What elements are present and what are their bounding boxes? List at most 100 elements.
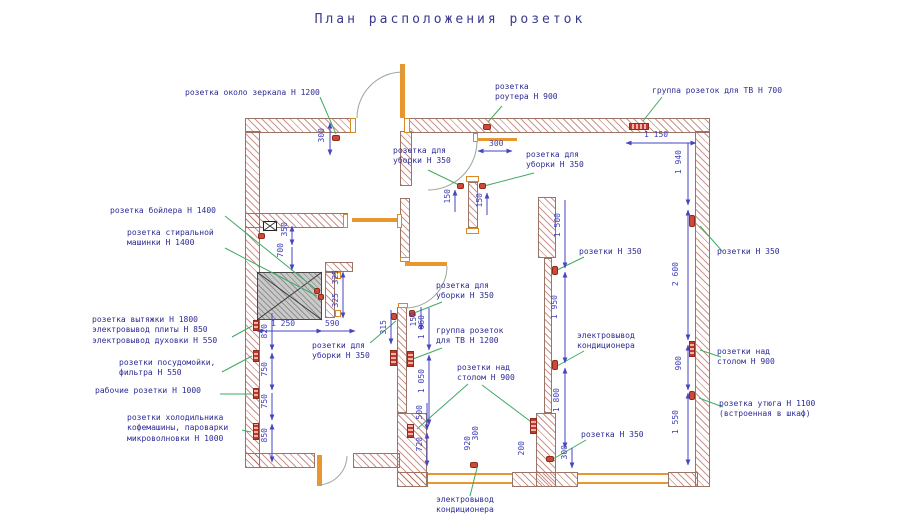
label-iron-socket: розетка утюга Н 1100 (встроенная в шкаф) bbox=[719, 399, 816, 419]
dim-1800: 1 800 bbox=[552, 388, 561, 413]
socket-group-tv1200-right bbox=[407, 351, 414, 367]
socket-clean-w1-left bbox=[391, 313, 397, 320]
leader-ac1 bbox=[556, 350, 585, 367]
leader-desk1b bbox=[481, 384, 535, 425]
socket-boiler-niche bbox=[314, 288, 320, 294]
label-desk-sockets-2: розетки над столом Н 900 bbox=[717, 347, 775, 367]
socket-group-tv-700 bbox=[629, 123, 649, 130]
leader-clean3 bbox=[413, 301, 443, 314]
dim-1060: 1 060 bbox=[417, 315, 426, 340]
socket-group-tv1200-left bbox=[390, 350, 397, 366]
entrance-jamb-right bbox=[404, 118, 410, 133]
leader-clean1 bbox=[427, 169, 460, 186]
dim-750-a: 750 bbox=[260, 362, 269, 377]
leader-s350c bbox=[552, 439, 587, 460]
ventilation-shaft bbox=[257, 272, 322, 320]
wall-niche-right bbox=[325, 272, 335, 318]
label-sockets-350-b: розетки Н 350 bbox=[717, 247, 780, 256]
socket-desk-w3 bbox=[530, 418, 537, 434]
label-work-sockets: рабочие розетки Н 1000 bbox=[95, 386, 201, 395]
dim-1940: 1 940 bbox=[674, 150, 683, 175]
wall-bathroom-bottom bbox=[245, 213, 348, 228]
socket-fridge-group bbox=[253, 423, 259, 440]
balcony-door-leaf bbox=[317, 455, 322, 486]
closet-front-line bbox=[477, 138, 517, 141]
wall-w3-bottom-block bbox=[536, 413, 556, 487]
label-router-socket: розетка роутера Н 900 bbox=[495, 82, 558, 102]
bath-door-jamb-right bbox=[397, 214, 402, 228]
entrance-door-leaf bbox=[400, 64, 405, 118]
dim-325-b: 325 bbox=[331, 293, 340, 308]
window-right bbox=[578, 473, 668, 484]
dim-350-boiler: 350 bbox=[280, 222, 289, 237]
niche-jamb-top bbox=[335, 272, 341, 279]
dim-150-b: 150 bbox=[475, 193, 484, 208]
socket-stub-right bbox=[479, 183, 486, 189]
wall-w1-mid bbox=[400, 198, 410, 260]
wall-outer-right bbox=[695, 131, 710, 487]
socket-iron bbox=[689, 391, 695, 400]
socket-work bbox=[253, 388, 259, 399]
dim-1550: 1 550 bbox=[671, 410, 680, 435]
entrance-door-arc bbox=[356, 71, 404, 119]
niche-jamb-bottom bbox=[335, 310, 341, 317]
dim-315: 315 bbox=[379, 320, 388, 335]
dim-1950: 1 950 bbox=[550, 295, 559, 320]
dim-500: 500 bbox=[415, 405, 424, 420]
label-hood-stove-oven: розетка вытяжки Н 1800 электровывод плит… bbox=[92, 315, 218, 345]
socket-ac-w3 bbox=[552, 360, 558, 370]
window-left bbox=[428, 473, 512, 484]
label-cleaning-1: розетка для уборки Н 350 bbox=[393, 146, 451, 166]
dim-1500: 1 500 bbox=[553, 213, 562, 238]
dim-1150: 1 150 bbox=[644, 130, 669, 139]
boiler-outlet-symbol bbox=[263, 221, 277, 231]
dim-200: 200 bbox=[517, 441, 526, 456]
label-tv-group-1200: группа розеток для ТВ Н 1200 bbox=[436, 326, 504, 346]
dim-820: 820 bbox=[260, 324, 269, 339]
balcony-door-arc bbox=[319, 455, 348, 486]
entrance-jamb-left bbox=[350, 118, 356, 133]
dim-300-mirror: 300 bbox=[317, 128, 326, 143]
dim-300-top: 300 bbox=[489, 139, 504, 148]
wall-niche-top bbox=[325, 262, 353, 272]
socket-hood-stove-oven bbox=[253, 320, 259, 331]
bath-door-leaf bbox=[352, 218, 397, 222]
page-title: План расположения розеток bbox=[314, 12, 586, 27]
dim-590: 590 bbox=[325, 319, 340, 328]
dim-1250: 1 250 bbox=[271, 319, 296, 328]
dim-750-b: 750 bbox=[260, 394, 269, 409]
leader-clean2 bbox=[483, 172, 535, 187]
w1-door-jamb-top bbox=[400, 257, 410, 262]
socket-under-boiler bbox=[258, 233, 265, 239]
stub-jamb-top bbox=[466, 176, 479, 182]
dim-900: 900 bbox=[674, 356, 683, 371]
socket-ac-bottom bbox=[470, 462, 478, 468]
label-desk-sockets-1: розетки над столом Н 900 bbox=[457, 363, 515, 383]
socket-350-w3 bbox=[552, 266, 558, 275]
socket-350-bottom bbox=[546, 456, 554, 462]
w1-door-jamb-bottom bbox=[398, 303, 408, 308]
hall-kitchen-door-leaf bbox=[405, 262, 447, 266]
label-socket-350-c: розетка Н 350 bbox=[581, 430, 644, 439]
label-dishwasher: розетки посудомойки, фильтра Н 550 bbox=[119, 358, 216, 378]
wall-outer-top-left bbox=[245, 118, 355, 133]
bath-door-jamb-left bbox=[343, 214, 348, 228]
socket-clean-w1-right bbox=[409, 310, 415, 317]
stub-jamb-bottom bbox=[466, 228, 479, 234]
label-fridge-group: розетки холодильника кофемашины, паровар… bbox=[127, 413, 229, 443]
dim-850: 850 bbox=[260, 428, 269, 443]
dim-300-mid: 300 bbox=[471, 426, 480, 441]
wall-w1-lower bbox=[397, 307, 407, 413]
dim-700-boiler: 700 bbox=[276, 243, 285, 258]
label-sockets-350-a: розетки Н 350 bbox=[579, 247, 642, 256]
dim-150-a: 150 bbox=[443, 189, 452, 204]
label-ac-outlet-2: электровывод кондиционера bbox=[436, 495, 494, 515]
dim-300-right: 300 bbox=[560, 445, 569, 460]
socket-desk-right-wall bbox=[689, 341, 695, 357]
dim-1050: 1 050 bbox=[417, 369, 426, 394]
dim-2600: 2 600 bbox=[671, 262, 680, 287]
label-washer-socket: розетка стиральной машинки Н 1400 bbox=[127, 228, 214, 248]
socket-dishwasher bbox=[253, 350, 259, 362]
label-tv-group-700: группа розеток для ТВ Н 700 bbox=[652, 86, 783, 95]
